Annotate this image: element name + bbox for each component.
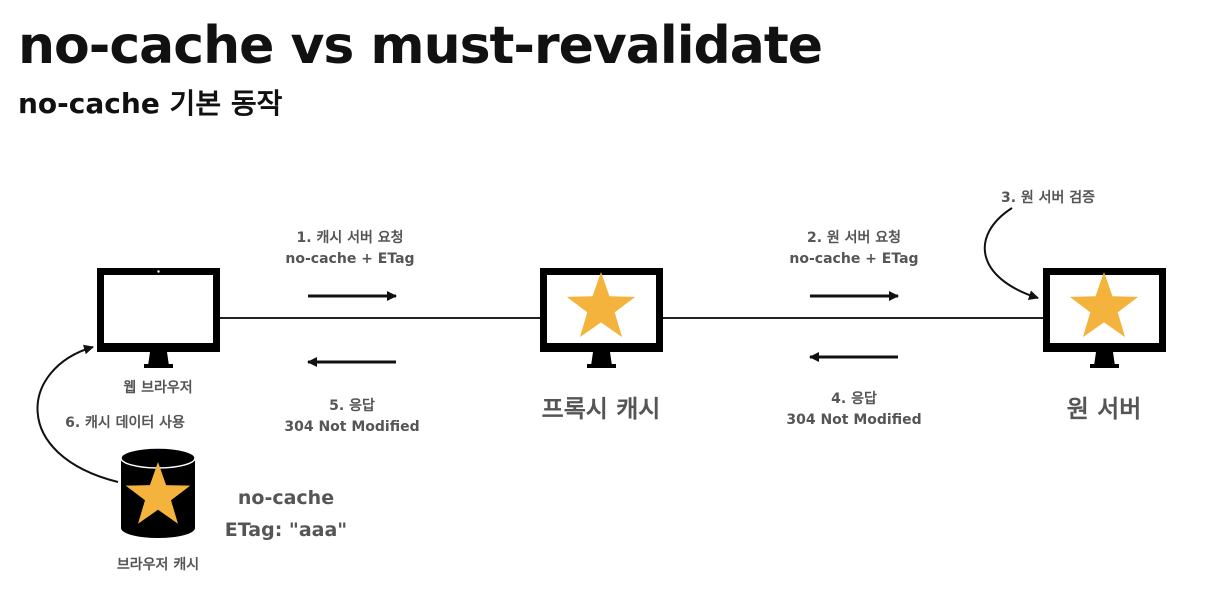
proxy-star-icon <box>566 272 636 338</box>
curve-arrow-step6 <box>36 344 119 483</box>
curve-arrow-step3 <box>983 207 1039 301</box>
browser-cache-cylinder-icon <box>120 447 196 538</box>
slide-title: no-cache vs must-revalidate <box>18 16 823 76</box>
proxy-monitor-icon <box>540 268 663 368</box>
step4-title: 4. 응답 <box>831 391 877 407</box>
cache-etag: ETag: "aaa" <box>224 519 348 541</box>
step1-title: 1. 캐시 서버 요청 <box>296 230 404 246</box>
cache-star-icon <box>125 462 191 524</box>
step2-title: 2. 원 서버 요청 <box>806 230 902 246</box>
step3-label: 3. 원 서버 검증 <box>1000 190 1096 206</box>
step1-label: 1. 캐시 서버 요청 no-cache + ETag <box>255 228 445 270</box>
step2-detail: no-cache + ETag <box>789 251 919 267</box>
step4-detail: 304 Not Modified <box>786 412 922 428</box>
step2-label: 2. 원 서버 요청 no-cache + ETag <box>759 228 949 270</box>
step5-label: 5. 응답 304 Not Modified <box>257 396 447 438</box>
slide-subtitle: no-cache 기본 동작 <box>18 87 283 120</box>
step4-label: 4. 응답 304 Not Modified <box>759 389 949 431</box>
origin-monitor-icon <box>1043 268 1166 368</box>
step1-detail: no-cache + ETag <box>285 251 415 267</box>
origin-label: 원 서버 <box>1066 395 1142 423</box>
cache-directive: no-cache <box>237 487 335 509</box>
step5-title: 5. 응답 <box>329 398 375 414</box>
browser-label: 웹 브라우저 <box>123 380 193 396</box>
step6-label: 6. 캐시 데이터 사용 <box>65 415 185 431</box>
browser-cache-label: 브라우저 캐시 <box>116 557 200 573</box>
step5-detail: 304 Not Modified <box>284 419 420 435</box>
browser-monitor-icon <box>97 268 220 368</box>
origin-star-icon <box>1069 272 1139 338</box>
proxy-label: 프록시 캐시 <box>541 395 661 423</box>
